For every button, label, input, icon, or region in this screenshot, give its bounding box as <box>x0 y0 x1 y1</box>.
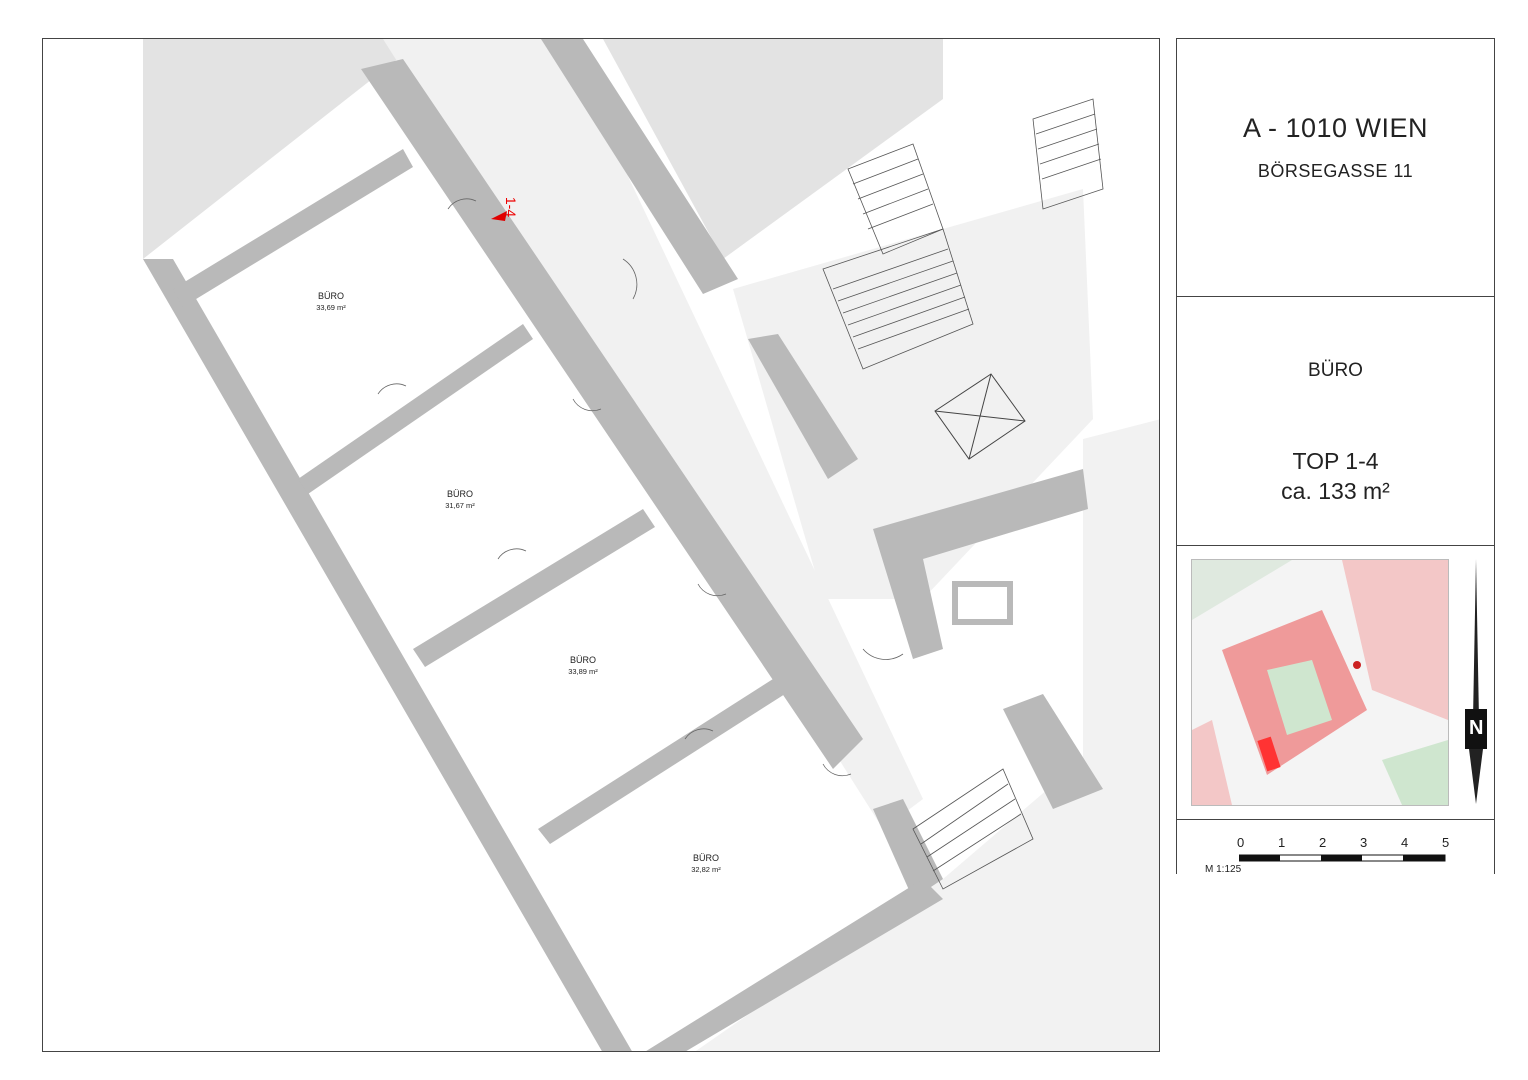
doors <box>377 198 904 777</box>
city-label: A - 1010 WIEN <box>1242 113 1429 143</box>
wall-block-lower <box>1003 694 1103 809</box>
scale-tick: 2 <box>1319 835 1327 850</box>
unit-id: TOP 1-4 <box>1292 448 1379 474</box>
scale-tick: 3 <box>1360 835 1368 850</box>
neighbour-unit-top-left <box>143 39 423 259</box>
location-map-panel: N <box>1176 545 1495 820</box>
corridor-wall-right <box>541 39 738 294</box>
north-arrow <box>1465 559 1487 804</box>
address-panel: A - 1010 WIEN BÖRSEGASSE 11 <box>1176 38 1495 297</box>
corridor-wall <box>361 59 863 769</box>
outer-wall-left <box>143 259 632 1051</box>
office-4-bottom-wall <box>646 879 943 1051</box>
partition-wall-2 <box>298 324 533 494</box>
wall-block-right <box>873 469 1088 659</box>
partition-wall-3 <box>413 509 655 667</box>
office-4-right-wall <box>873 799 943 899</box>
scale-tick: 4 <box>1401 835 1409 850</box>
street-label: BÖRSEGASSE 11 <box>1257 161 1414 181</box>
location-map <box>1191 559 1449 806</box>
partition-wall-4 <box>538 679 785 844</box>
unit-area: ca. 133 m² <box>1281 478 1390 504</box>
shaft <box>952 581 1013 625</box>
scale-label: M 1:125 <box>1205 864 1242 875</box>
scale-tick: 5 <box>1442 835 1450 850</box>
entry-marker-triangle <box>491 211 507 221</box>
scale-tick: 1 <box>1278 835 1286 850</box>
skylight <box>934 373 1026 460</box>
scale-tick: 0 <box>1237 835 1245 850</box>
unit-panel: BÜRO TOP 1-4 ca. 133 m² <box>1176 296 1495 546</box>
partition-wall-1 <box>173 149 413 307</box>
scale-panel: 0 1 2 3 4 5 M 1:125 <box>1176 819 1495 875</box>
floor-plan-drawing <box>143 39 1159 1051</box>
scale-bar <box>1239 854 1446 862</box>
location-map-drawing <box>1192 560 1448 805</box>
north-label: N <box>1469 717 1484 739</box>
outdoor-area-right <box>695 419 1159 1051</box>
entry-marker-label: 1-4 <box>503 196 520 218</box>
staircase <box>822 98 1104 890</box>
wall-segment-stairs <box>748 334 858 479</box>
neighbour-unit-top-right <box>603 39 943 259</box>
usage-label: BÜRO <box>1308 360 1363 381</box>
